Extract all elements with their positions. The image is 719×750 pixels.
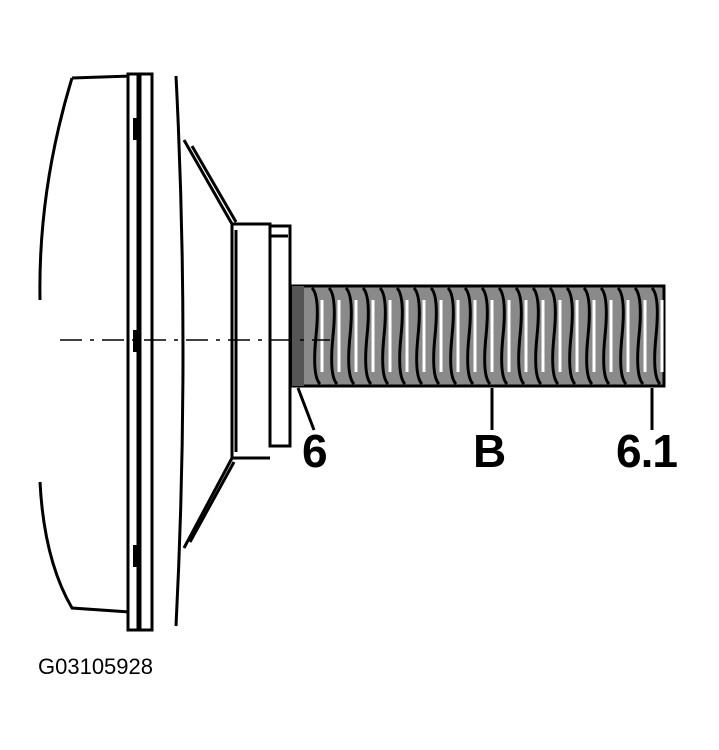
callout-6-1: 6.1 bbox=[616, 425, 678, 477]
threaded-stud bbox=[290, 284, 666, 388]
figure-id: G03105928 bbox=[38, 654, 153, 679]
callout-b: B bbox=[473, 425, 507, 477]
thread-ridge bbox=[480, 286, 492, 386]
thread-ridge bbox=[412, 286, 424, 386]
thread-ridge bbox=[548, 286, 560, 386]
thread-ridge bbox=[446, 286, 458, 386]
thread-ridge bbox=[395, 286, 407, 386]
thread-ridge bbox=[310, 286, 322, 386]
thread-ridge bbox=[463, 286, 475, 386]
hub-body bbox=[38, 74, 131, 614]
flange-bolts bbox=[133, 118, 141, 567]
thread-ridge bbox=[429, 286, 441, 386]
thread-ridge bbox=[531, 286, 543, 386]
leader-lines bbox=[296, 387, 654, 431]
thread-ridge bbox=[514, 286, 526, 386]
thread-ridge bbox=[361, 286, 373, 386]
thread-ridge bbox=[582, 286, 594, 386]
callout-6: 6 bbox=[302, 425, 328, 477]
thread-ridge bbox=[599, 286, 611, 386]
thread-ridge bbox=[327, 286, 339, 386]
thread-ridge bbox=[497, 286, 509, 386]
thread-ridge bbox=[565, 286, 577, 386]
thread-ridge bbox=[378, 286, 390, 386]
thread-ridge bbox=[650, 286, 662, 386]
tapered-collar bbox=[182, 139, 292, 549]
thread-ridge bbox=[633, 286, 645, 386]
thread-ridge bbox=[616, 286, 628, 386]
thread-ridge bbox=[344, 286, 356, 386]
